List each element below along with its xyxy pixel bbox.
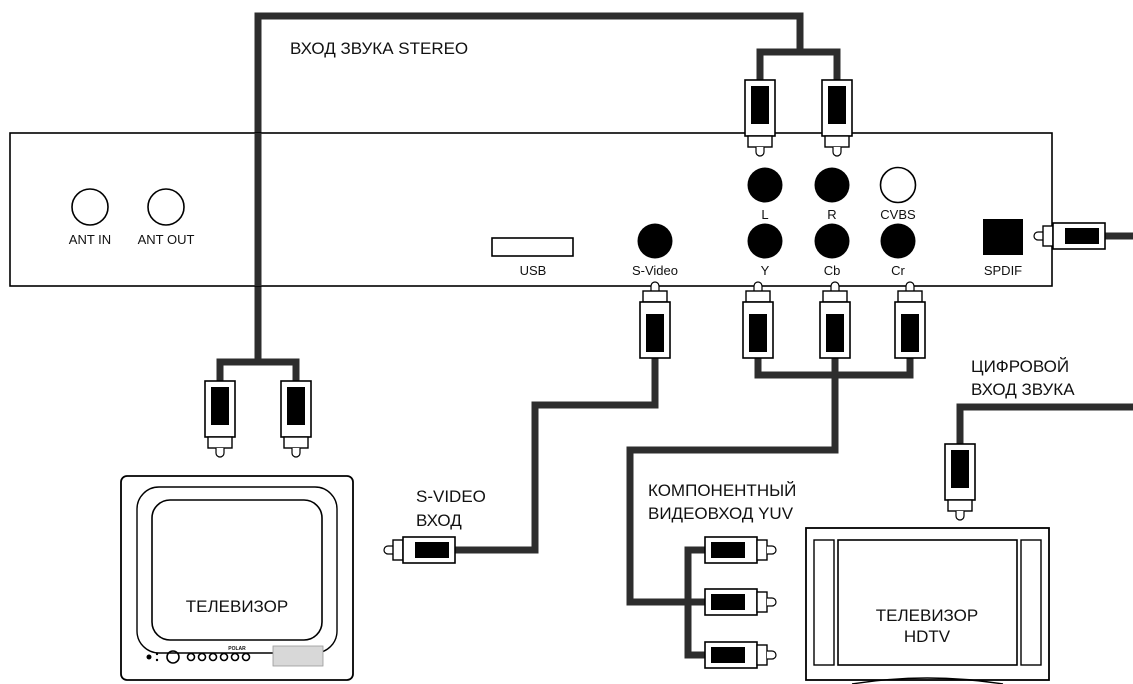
audio-r-label: R xyxy=(827,207,836,222)
control-button-icon xyxy=(241,652,251,662)
cvbs-label: CVBS xyxy=(880,207,916,222)
ant-in-port xyxy=(71,188,109,226)
component-bundle-bottom xyxy=(684,546,705,659)
cr-port xyxy=(880,223,916,259)
crt-tv-label: ТЕЛЕВИЗОР xyxy=(186,597,288,616)
audio-r-port xyxy=(814,167,850,203)
svideo-port xyxy=(637,223,673,259)
spdif-plug xyxy=(1033,222,1106,250)
tv-audio-plug-r xyxy=(280,380,312,458)
power-led xyxy=(146,654,152,660)
usb-port xyxy=(491,237,574,257)
tv-audio-plug-l xyxy=(204,380,236,458)
stereo-plug-r xyxy=(821,79,853,157)
y-label: Y xyxy=(761,263,770,278)
svideo-in-label-line2: ВХОД xyxy=(416,511,462,530)
ant-out-label: ANT OUT xyxy=(138,232,195,247)
power-dot-top xyxy=(155,652,159,656)
y-port xyxy=(747,223,783,259)
stereo-audio-split-top xyxy=(756,48,841,82)
cb-plug xyxy=(819,281,851,359)
cr-label: Cr xyxy=(891,263,905,278)
crt-tv: ТЕЛЕВИЗОР POLAR xyxy=(120,475,354,681)
hdtv-screen xyxy=(837,539,1018,666)
tv-audio-split xyxy=(216,358,300,382)
ant-out-port xyxy=(147,188,185,226)
spdif-port xyxy=(983,219,1023,255)
component-plug-2 xyxy=(704,588,777,616)
digital-in-label-line1: ЦИФРОВОЙ xyxy=(971,357,1069,376)
cb-port xyxy=(814,223,850,259)
control-button-icon xyxy=(208,652,218,662)
component-plug-1 xyxy=(704,536,777,564)
spdif-label: SPDIF xyxy=(984,263,1022,278)
receiver-back-panel: ANT IN ANT OUT USB S-Video L R CVBS Y Cb… xyxy=(9,132,1053,287)
crt-tv-screen xyxy=(151,499,323,641)
crt-tv-brand: POLAR xyxy=(228,646,246,652)
svideo-port-label: S-Video xyxy=(632,263,678,278)
control-button-icon xyxy=(186,652,196,662)
control-button-icon xyxy=(197,652,207,662)
audio-l-label: L xyxy=(761,207,768,222)
hdtv-left-speaker xyxy=(813,539,835,666)
hdtv: ТЕЛЕВИЗОР HDTV xyxy=(805,527,1050,684)
hdtv-right-speaker xyxy=(1020,539,1042,666)
hdtv-label-line1: ТЕЛЕВИЗОР xyxy=(876,606,978,625)
svideo-in-label-line1: S-VIDEO xyxy=(416,487,486,506)
component-label-line2: ВИДЕОВХОД YUV xyxy=(648,504,794,523)
y-plug xyxy=(742,281,774,359)
digital-in-label-line2: ВХОД ЗВУКА xyxy=(971,380,1075,399)
power-button-icon xyxy=(166,650,180,664)
component-plug-3 xyxy=(704,641,777,669)
svideo-plug-left xyxy=(383,536,456,564)
power-dot-bottom xyxy=(155,658,159,662)
stereo-in-label: ВХОД ЗВУКА STEREO xyxy=(290,39,468,58)
annotations: ВХОД ЗВУКА STEREO ЦИФРОВОЙ ВХОД ЗВУКА S-… xyxy=(290,39,1075,530)
speaker-grille-icon xyxy=(272,645,324,667)
control-buttons xyxy=(186,652,251,662)
svideo-plug-top xyxy=(639,281,671,359)
component-label-line1: КОМПОНЕНТНЫЙ xyxy=(648,481,796,500)
cvbs-port xyxy=(879,166,917,204)
digital-audio-plug xyxy=(944,443,976,521)
cr-plug xyxy=(894,281,926,359)
component-cable xyxy=(626,375,839,606)
hdtv-label-line2: HDTV xyxy=(904,627,951,646)
ant-in-label: ANT IN xyxy=(69,232,111,247)
svideo-cable xyxy=(455,356,659,554)
hdtv-stand xyxy=(851,677,1004,684)
audio-l-port xyxy=(747,167,783,203)
control-button-icon xyxy=(230,652,240,662)
stereo-plug-l xyxy=(744,79,776,157)
cb-label: Cb xyxy=(824,263,841,278)
usb-label: USB xyxy=(520,263,547,278)
control-button-icon xyxy=(219,652,229,662)
digital-audio-cable xyxy=(956,403,1133,445)
